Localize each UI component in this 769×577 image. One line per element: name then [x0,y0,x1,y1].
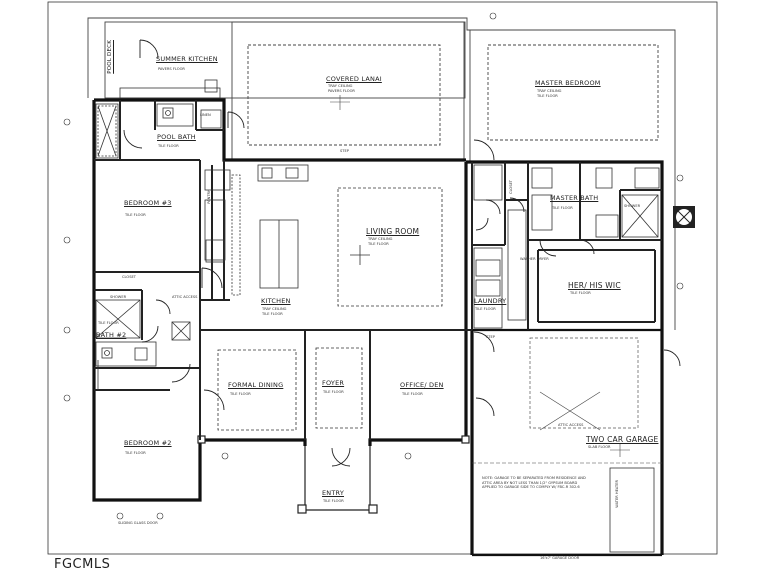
washer-dryer-label: WASHER DRYER [520,257,549,261]
attic-access-label: ATTIC ACCESS [172,295,198,299]
shower2-label: SHOWER [110,295,127,299]
two-car-garage-label: TWO CAR GARAGE [586,435,659,444]
fixtures [95,79,660,431]
ac-unit-icon [673,206,695,228]
foyer-floor: TILE FLOOR [323,390,344,394]
master-bedroom-label: MASTER BEDROOM [535,79,601,87]
entry-label: ENTRY [322,489,345,497]
garage-door-label: 16'x7' GARAGE DOOR [540,556,580,560]
garage-attic-dashed [529,337,639,429]
master-bath-label: MASTER BATH [550,194,599,202]
bedroom2-floor: TILE FLOOR [125,451,146,455]
bath2-label: BATH #2 [96,331,127,339]
linen-label: LINEN [200,113,211,117]
master-bedroom-floor: TILE FLOOR [537,94,558,98]
garage-separation-note: NOTE: GARAGE TO BE SEPARATED FROM RESIDE… [482,476,586,490]
formal-dining-floor: TILE FLOOR [230,392,251,396]
living-room-label: LIVING ROOM [366,227,420,236]
closet-label: CLOSET [122,275,136,279]
pool-deck-label: POOL DECK [107,40,113,74]
misc-marks [330,95,630,457]
pantry-label: PANTRY [207,190,211,204]
window-markers [63,12,684,520]
summer-kitchen-label: SUMMER KITCHEN [156,55,218,63]
garage-attic-access-label: ATTIC ACCESS [558,423,584,427]
exterior-walls [92,98,664,555]
bath2-floor: TILE FLOOR [98,321,119,325]
kitchen-label: KITCHEN [261,297,291,305]
living-room-floor: TILE FLOOR [368,242,389,246]
summer-kitchen-floor: PAVERS FLOOR [158,67,185,71]
step-label: STEP [340,149,349,153]
laundry-label: LAUNDRY [474,297,507,305]
his-her-wic-label: HER/ HIS WIC [568,281,621,290]
mls-watermark: FGCMLS [54,557,111,572]
entry-porch [197,435,470,514]
bedroom3-floor: TILE FLOOR [125,213,146,217]
office-den-floor: TILE FLOOR [402,392,423,396]
laundry-floor: TILE FLOOR [475,307,496,311]
covered-lanai-floor: PAVERS FLOOR [328,89,355,93]
two-car-garage-floor: SLAB FLOOR [588,445,611,449]
bedroom3-label: BEDROOM #3 [124,199,172,207]
step2-label: STEP [486,335,495,339]
entry-floor: TILE FLOOR [323,499,344,503]
shower-label: SHOWER [624,204,641,208]
sliding-glass-label: SLIDING GLASS DOOR [118,521,158,525]
foyer-label: FOYER [322,379,345,387]
closet2-label: CLOSET [509,180,513,194]
covered-lanai-label: COVERED LANAI [326,75,382,83]
garage-storage [609,467,655,553]
bedroom2-label: BEDROOM #2 [124,439,172,447]
kitchen-ceiling: TRAY CEILING [262,307,287,311]
kitchen-floor: TILE FLOOR [262,312,283,316]
living-room-ceiling: TRAY CEILING [368,237,393,241]
garage-walls [472,328,662,557]
office-den-label: OFFICE/ DEN [400,381,444,389]
master-bedroom-ceiling: TRAY CEILING [537,89,562,93]
master-bath-floor: TILE FLOOR [552,206,573,210]
covered-lanai-ceiling: TRAY CEILING [328,84,353,88]
formal-dining-label: FORMAL DINING [228,381,284,389]
door-swings [123,39,681,467]
his-her-wic-floor: TILE FLOOR [570,291,591,295]
water-heater-label: WATER HEATER [615,480,619,508]
pool-bath-floor: TILE FLOOR [158,144,179,148]
interior-walls [94,100,662,440]
sheet-border [47,1,718,555]
pool-bath-label: POOL BATH [157,133,196,141]
